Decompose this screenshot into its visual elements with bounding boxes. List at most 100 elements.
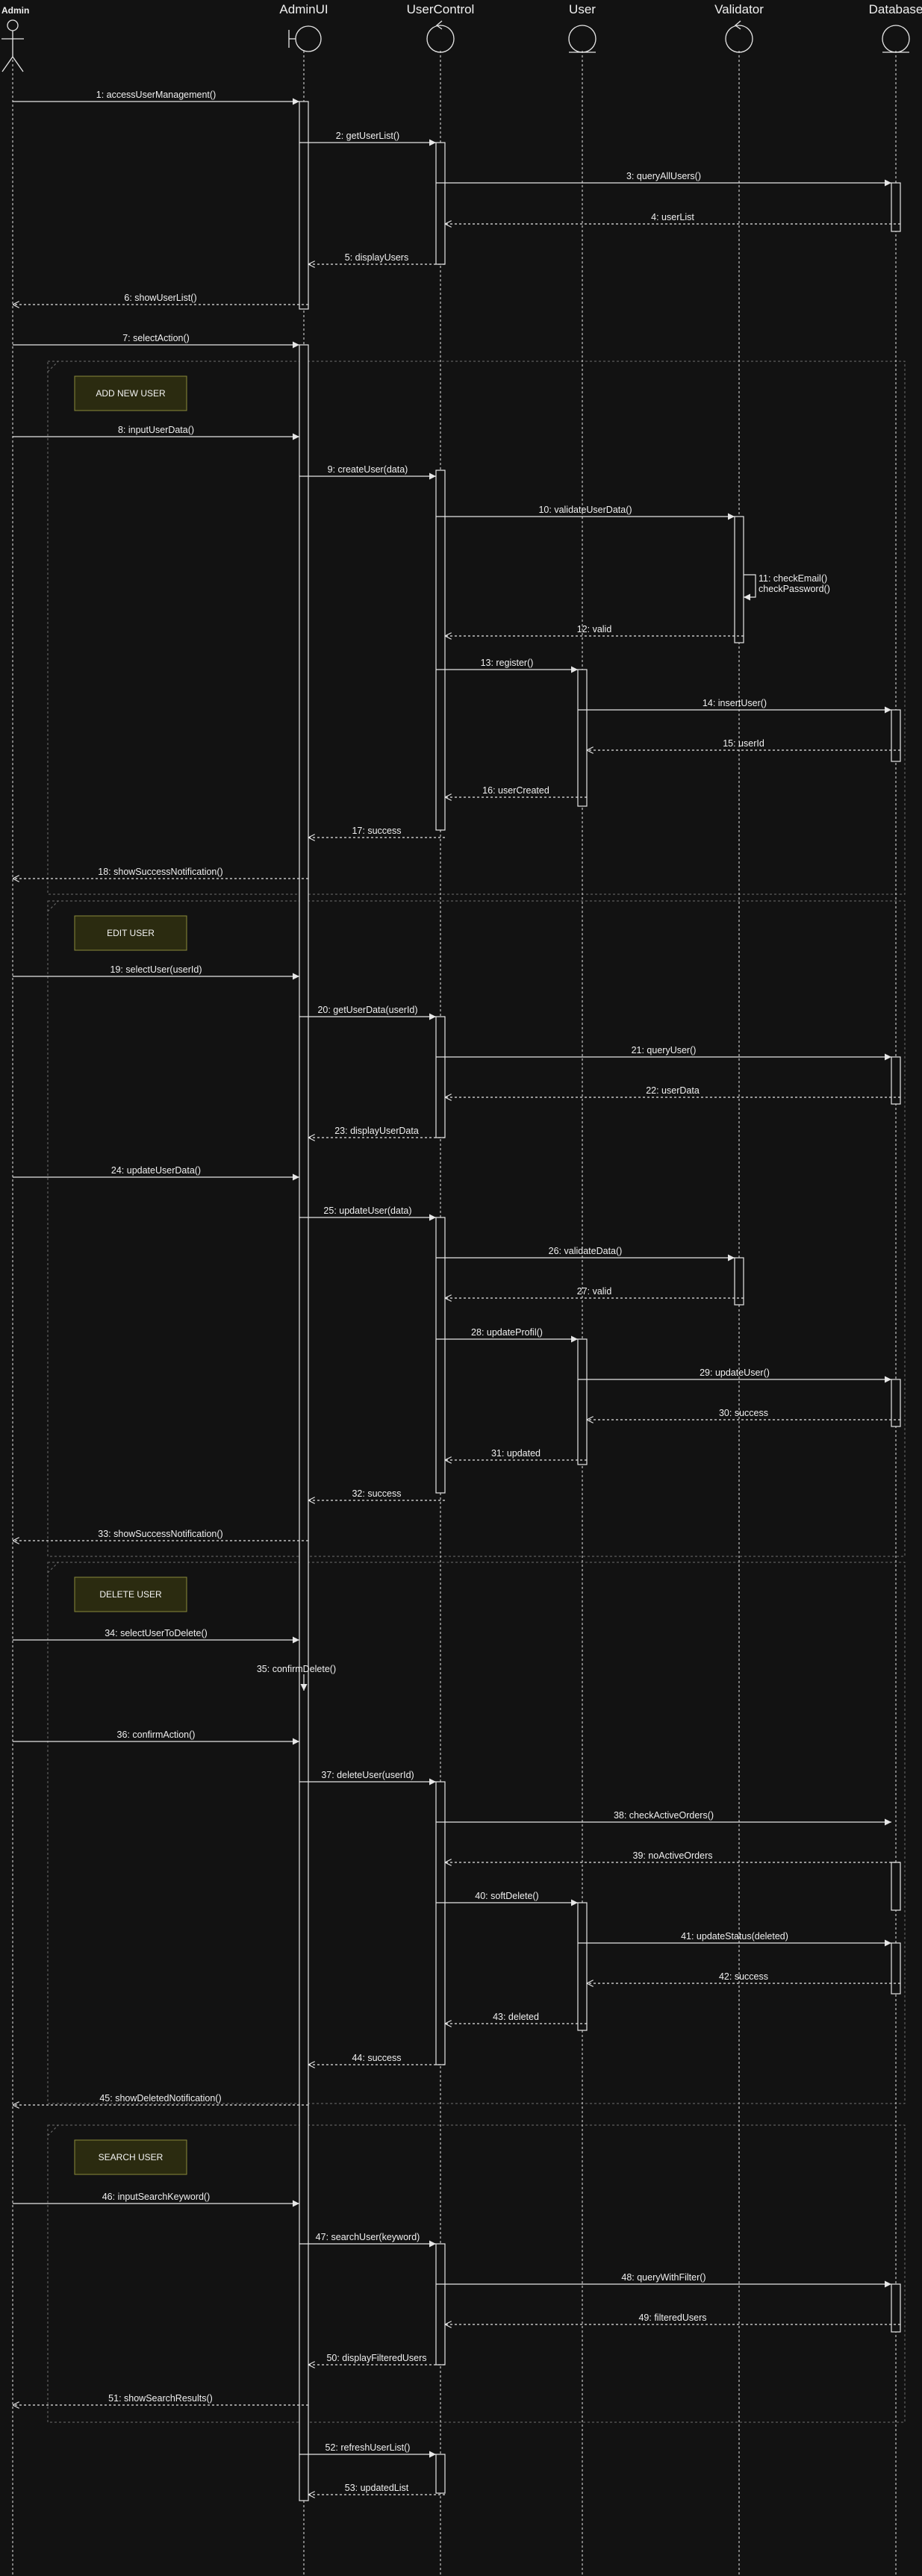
message-label: 23: displayUserData <box>334 1126 419 1136</box>
message-label: 34: selectUserToDelete() <box>105 1628 208 1638</box>
message-label: 46: inputSearchKeyword() <box>102 2192 211 2202</box>
message-label: 42: success <box>719 1971 768 1982</box>
message-28: 28: updateProfil() <box>436 1327 578 1343</box>
message-label: 33: showSuccessNotification() <box>98 1529 222 1539</box>
message-label: 26: validateData() <box>549 1246 623 1256</box>
message-label: 47: searchUser(keyword) <box>316 2232 420 2242</box>
message-7: 7: selectAction() <box>13 333 299 349</box>
activation-bar <box>435 2243 446 2366</box>
message-30: 30: success <box>587 1408 900 1420</box>
message-label: checkPassword() <box>759 584 830 594</box>
message-1: 1: accessUserManagement() <box>13 90 299 105</box>
message-label: 6: showUserList() <box>124 293 196 303</box>
message-6: 6: showUserList() <box>13 293 308 305</box>
message-50: 50: displayFilteredUsers <box>308 2353 445 2365</box>
activation-bar <box>891 1379 901 1427</box>
fragment-label: ADD NEW USER <box>96 388 166 399</box>
message-31: 31: updated <box>445 1448 587 1460</box>
message-label: 31: updated <box>491 1448 541 1459</box>
message-51: 51: showSearchResults() <box>13 2393 308 2405</box>
participant-label: AdminUI <box>279 2 328 16</box>
message-47: 47: searchUser(keyword) <box>299 2232 436 2248</box>
message-44: 44: success <box>308 2053 445 2065</box>
message-label: 49: filteredUsers <box>638 2313 706 2323</box>
message-label: 8: inputUserData() <box>118 425 194 435</box>
activation-bar <box>577 1902 588 2031</box>
message-10: 10: validateUserData() <box>436 505 735 520</box>
fragment-label: SEARCH USER <box>99 2152 163 2162</box>
message-label: 7: selectAction() <box>122 333 190 343</box>
message-label: 39: noActiveOrders <box>633 1850 713 1861</box>
fragment: DELETE USER <box>47 1562 906 2104</box>
activation-bar <box>891 709 901 762</box>
message-label: 20: getUserData(userId) <box>317 1005 417 1015</box>
fragment-label-box <box>74 375 187 411</box>
message-43: 43: deleted <box>445 2012 587 2024</box>
message-label: 21: queryUser() <box>632 1045 697 1055</box>
message-label: 12: valid <box>577 624 612 634</box>
activation-bar <box>299 344 309 2501</box>
message-12: 12: valid <box>445 624 744 636</box>
message-35: 35: confirmDelete() <box>257 1664 336 1691</box>
message-14: 14: insertUser() <box>578 698 891 714</box>
participant-validator: Validator <box>714 2 764 53</box>
message-label: 52: refreshUserList() <box>325 2442 411 2453</box>
message-25: 25: updateUser(data) <box>299 1206 436 1221</box>
message-label: 40: softDelete() <box>475 1891 538 1901</box>
activation-bar <box>435 1781 446 2065</box>
message-label: 1: accessUserManagement() <box>96 90 216 100</box>
participant-database: Database <box>869 2 922 53</box>
message-label: 27: valid <box>577 1286 612 1297</box>
fragment-label: DELETE USER <box>99 1589 162 1600</box>
activation-bar <box>891 1056 901 1105</box>
activation-bar <box>734 516 744 643</box>
fragment-frame <box>47 2124 906 2423</box>
message-label: 35: confirmDelete() <box>257 1664 336 1674</box>
activation-bar <box>891 182 901 232</box>
message-label: 41: updateStatus(deleted) <box>681 1931 788 1942</box>
fragment-label-box <box>74 915 187 951</box>
fragment-label-box <box>74 2139 187 2175</box>
message-21: 21: queryUser() <box>436 1045 891 1061</box>
message-11: 11: checkEmail()checkPassword() <box>744 573 830 601</box>
entity-icon <box>568 25 597 53</box>
entity-icon <box>882 25 910 53</box>
message-label: 36: confirmAction() <box>117 1730 196 1740</box>
message-38: 38: checkActiveOrders() <box>436 1810 891 1826</box>
message-22: 22: userData <box>445 1085 900 1097</box>
fragment-corner <box>47 2124 59 2136</box>
participant-label: Validator <box>714 2 764 16</box>
message-49: 49: filteredUsers <box>445 2313 900 2324</box>
message-3: 3: queryAllUsers() <box>436 171 891 187</box>
message-26: 26: validateData() <box>436 1246 735 1262</box>
participant-usercontrol: UserControl <box>407 2 474 53</box>
message-label: 50: displayFilteredUsers <box>326 2353 426 2363</box>
message-label: 10: validateUserData() <box>538 505 632 515</box>
message-17: 17: success <box>308 826 445 838</box>
message-label: 38: checkActiveOrders() <box>614 1810 714 1821</box>
message-2: 2: getUserList() <box>299 131 436 146</box>
message-8: 8: inputUserData() <box>13 425 299 440</box>
message-label: 19: selectUser(userId) <box>110 964 202 975</box>
message-label: 43: deleted <box>493 2012 539 2022</box>
message-label: 53: updatedList <box>345 2483 409 2493</box>
message-36: 36: confirmAction() <box>13 1730 299 1745</box>
activation-bar <box>435 1217 446 1494</box>
message-41: 41: updateStatus(deleted) <box>578 1931 891 1947</box>
message-18: 18: showSuccessNotification() <box>13 867 308 879</box>
fragment-frame <box>47 1562 906 2104</box>
message-20: 20: getUserData(userId) <box>299 1005 436 1020</box>
message-16: 16: userCreated <box>445 785 587 797</box>
message-label: 17: success <box>352 826 401 836</box>
message-label: 11: checkEmail() <box>759 573 827 584</box>
message-19: 19: selectUser(userId) <box>13 964 299 980</box>
message-32: 32: success <box>308 1488 445 1500</box>
fragment-label-box <box>74 1577 187 1612</box>
message-23: 23: displayUserData <box>308 1126 445 1138</box>
message-label: 16: userCreated <box>482 785 549 796</box>
message-label: 24: updateUserData() <box>111 1165 201 1176</box>
message-label: 30: success <box>719 1408 768 1418</box>
message-48: 48: queryWithFilter() <box>436 2272 891 2288</box>
message-label: 37: deleteUser(userId) <box>321 1770 414 1780</box>
